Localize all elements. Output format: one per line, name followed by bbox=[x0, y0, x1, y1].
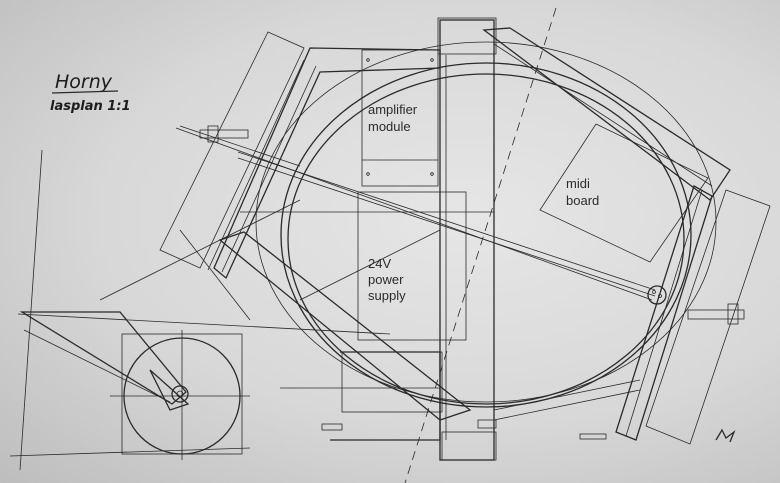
amplifier-label-line-2: module bbox=[368, 119, 411, 134]
left-bottom-guide bbox=[9, 447, 251, 457]
lower-left-frame bbox=[218, 231, 472, 421]
tonearm-line-2 bbox=[237, 157, 656, 297]
drawing-title: Horny bbox=[55, 71, 113, 93]
bottom-clip-left bbox=[321, 423, 343, 431]
tonearm-line-3 bbox=[175, 127, 653, 301]
amp-screw-4 bbox=[430, 172, 434, 176]
tonearm-pivot bbox=[647, 285, 667, 305]
title-underline bbox=[51, 90, 119, 94]
left-arm-rail bbox=[207, 59, 305, 271]
bottom-plate bbox=[441, 431, 497, 461]
wheel-hub bbox=[171, 385, 189, 403]
left-arm-rail-2 bbox=[221, 65, 317, 273]
turntable-circle-outer bbox=[280, 62, 692, 408]
left-peg bbox=[199, 129, 249, 139]
midi-label-line-2: board bbox=[566, 193, 599, 208]
midi-board-outline bbox=[539, 123, 709, 263]
power-label-line-3: supply bbox=[368, 288, 406, 303]
turntable-circle-inner bbox=[287, 73, 685, 405]
power-supply-outline bbox=[357, 191, 467, 341]
construction-line-d bbox=[299, 229, 441, 301]
amplifier-module-outline bbox=[361, 49, 439, 187]
bottom-right-clip bbox=[579, 433, 607, 440]
amplifier-label-line-1: amplifier bbox=[368, 102, 418, 117]
column-cap bbox=[437, 17, 497, 55]
right-upper-frame bbox=[482, 27, 731, 201]
amp-screw-1 bbox=[366, 58, 370, 62]
tonearm-line-1 bbox=[237, 151, 656, 291]
bottom-tab bbox=[341, 351, 443, 413]
amp-screw-3 bbox=[366, 172, 370, 176]
bottom-rail bbox=[493, 379, 641, 411]
hand-sketch-mark bbox=[715, 428, 736, 443]
left-wedge-piece bbox=[19, 311, 187, 405]
outer-construction-circle bbox=[255, 41, 717, 403]
power-label-line-2: power bbox=[368, 272, 404, 287]
construction-line-a bbox=[179, 229, 251, 321]
right-board bbox=[645, 189, 771, 445]
left-arm-frame bbox=[213, 47, 441, 280]
wheel-spoke bbox=[149, 369, 190, 411]
right-peg bbox=[687, 309, 745, 320]
midi-label-line-1: midi bbox=[566, 176, 590, 191]
wheel-bounding-box bbox=[121, 333, 243, 455]
amp-screw-2 bbox=[430, 58, 434, 62]
right-frame-rail bbox=[493, 43, 713, 187]
bottom-clip-right bbox=[477, 419, 497, 429]
dashed-center-line bbox=[404, 7, 557, 483]
power-label-line-1: 24V bbox=[368, 256, 391, 271]
right-arm-frame bbox=[615, 185, 713, 441]
construction-line-b bbox=[99, 199, 301, 301]
left-horizontal-guide bbox=[17, 313, 391, 335]
tonearm-pivot-hole-1 bbox=[652, 290, 656, 294]
right-peg-block bbox=[727, 303, 739, 325]
bottom-rail-2 bbox=[493, 389, 641, 421]
left-vertical-guide bbox=[19, 149, 43, 471]
left-upper-board bbox=[159, 31, 305, 269]
construction-line-f bbox=[179, 125, 301, 167]
left-peg-block bbox=[207, 125, 219, 143]
left-wedge-edge bbox=[23, 329, 171, 403]
right-arm-rail bbox=[625, 189, 703, 437]
drawing-subtitle: lasplan 1:1 bbox=[50, 99, 131, 114]
tonearm-pivot-hole-2 bbox=[658, 294, 662, 298]
